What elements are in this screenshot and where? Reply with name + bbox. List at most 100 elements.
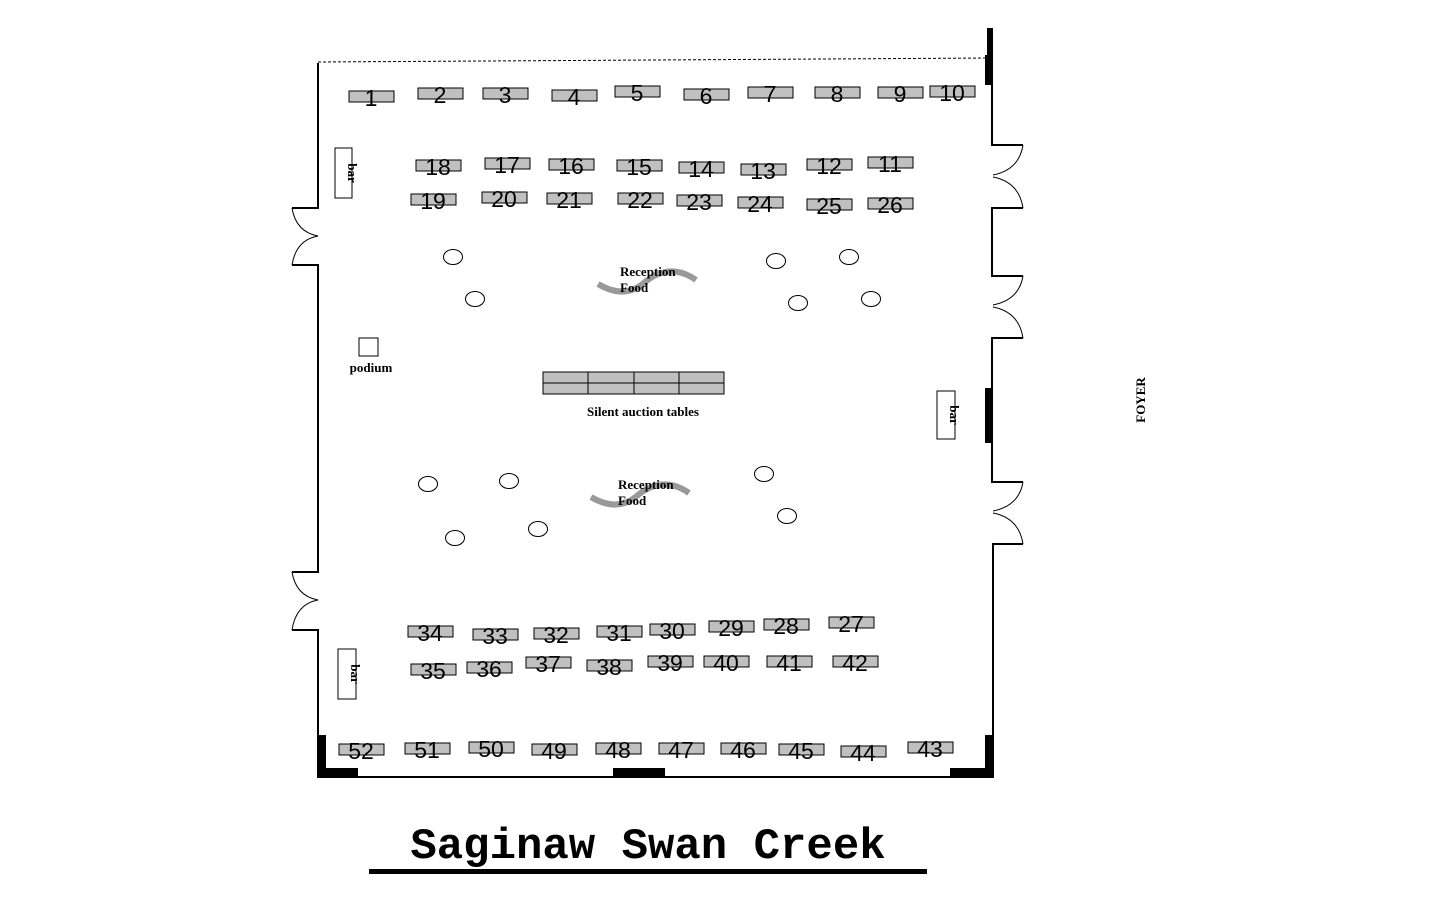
table-44: 44 xyxy=(840,740,887,766)
table-40: 40 xyxy=(703,650,750,676)
table-rect xyxy=(814,86,861,99)
table-rect xyxy=(410,193,457,206)
table-number: 11 xyxy=(878,151,902,177)
table-27: 27 xyxy=(828,611,875,637)
table-rect xyxy=(907,741,954,754)
cocktail-table xyxy=(445,530,465,546)
table-number: 46 xyxy=(730,737,756,763)
table-number: 25 xyxy=(816,193,842,219)
door-left-lower xyxy=(291,571,319,631)
table-12: 12 xyxy=(806,153,853,179)
table-32: 32 xyxy=(533,622,580,648)
table-rect xyxy=(533,627,580,640)
table-rect xyxy=(683,88,730,101)
cocktail-table xyxy=(418,476,438,492)
cocktail-table xyxy=(839,249,859,265)
table-rect xyxy=(649,623,696,636)
table-rect xyxy=(482,87,529,100)
table-number: 18 xyxy=(425,154,451,180)
table-26: 26 xyxy=(867,192,914,218)
table-3: 3 xyxy=(482,82,529,108)
table-number: 31 xyxy=(606,620,632,646)
food-label: Food xyxy=(618,493,647,508)
cocktail-table xyxy=(443,249,463,265)
table-number: 15 xyxy=(626,154,652,180)
table-number: 42 xyxy=(842,650,868,676)
table-11: 11 xyxy=(867,151,914,177)
table-rect xyxy=(737,196,784,209)
table-number: 41 xyxy=(776,650,802,676)
table-23: 23 xyxy=(676,189,723,215)
table-number: 33 xyxy=(482,623,508,649)
table-24: 24 xyxy=(737,191,784,217)
table-6: 6 xyxy=(683,83,730,109)
table-20: 20 xyxy=(481,186,528,212)
table-number: 32 xyxy=(543,622,569,648)
table-number: 13 xyxy=(750,158,776,184)
table-25: 25 xyxy=(806,193,853,219)
table-number: 19 xyxy=(420,188,446,214)
cocktail-table xyxy=(766,253,786,269)
table-45: 45 xyxy=(778,738,825,764)
cocktail-table xyxy=(499,473,519,489)
table-16: 16 xyxy=(548,153,595,179)
table-15: 15 xyxy=(616,154,663,180)
table-rect xyxy=(806,158,853,171)
cocktail-tables xyxy=(418,249,881,546)
table-2: 2 xyxy=(417,82,464,108)
table-28: 28 xyxy=(763,613,810,639)
door-right-3 xyxy=(992,481,1024,545)
table-39: 39 xyxy=(647,650,694,676)
table-number: 49 xyxy=(541,738,567,764)
table-number: 20 xyxy=(491,186,517,212)
table-rect xyxy=(525,656,572,669)
table-number: 44 xyxy=(850,740,876,766)
table-rect xyxy=(929,85,976,98)
page-title: Saginaw Swan Creek xyxy=(410,822,885,872)
table-rect xyxy=(763,618,810,631)
table-rect xyxy=(404,742,451,755)
table-rect xyxy=(658,742,705,755)
table-4: 4 xyxy=(551,84,598,110)
foyer-label: FOYER xyxy=(1133,377,1148,423)
table-number: 23 xyxy=(686,189,712,215)
table-36: 36 xyxy=(466,656,513,682)
table-number: 26 xyxy=(877,192,903,218)
table-rect xyxy=(415,159,462,172)
reception-food-upper: Reception Food xyxy=(596,264,698,295)
table-number: 5 xyxy=(631,80,644,106)
table-rect xyxy=(867,197,914,210)
reception-label: Reception xyxy=(618,477,674,492)
table-9: 9 xyxy=(877,81,924,107)
table-rect xyxy=(766,655,813,668)
table-48: 48 xyxy=(595,737,642,763)
table-number: 43 xyxy=(917,736,943,762)
table-rect xyxy=(466,661,513,674)
table-rect xyxy=(720,742,767,755)
table-46: 46 xyxy=(720,737,767,763)
table-rect xyxy=(678,161,725,174)
top-wall-dashed xyxy=(317,57,991,63)
table-19: 19 xyxy=(410,188,457,214)
table-number: 10 xyxy=(939,80,965,106)
table-number: 50 xyxy=(478,736,504,762)
table-rect xyxy=(708,620,755,633)
table-rect xyxy=(647,655,694,668)
table-14: 14 xyxy=(678,156,725,182)
table-number: 7 xyxy=(764,81,777,107)
podium-label: podium xyxy=(350,360,393,375)
table-rect xyxy=(586,659,633,672)
table-rect xyxy=(616,159,663,172)
table-rect xyxy=(747,86,794,99)
table-51: 51 xyxy=(404,737,451,763)
reception-food-lower: Reception Food xyxy=(589,477,691,508)
table-rect xyxy=(806,198,853,211)
table-rect xyxy=(617,192,664,205)
doors xyxy=(291,144,1024,631)
food-label: Food xyxy=(620,280,649,295)
table-rect xyxy=(828,616,875,629)
table-18: 18 xyxy=(415,154,462,180)
table-number: 27 xyxy=(838,611,864,637)
table-rect xyxy=(676,194,723,207)
